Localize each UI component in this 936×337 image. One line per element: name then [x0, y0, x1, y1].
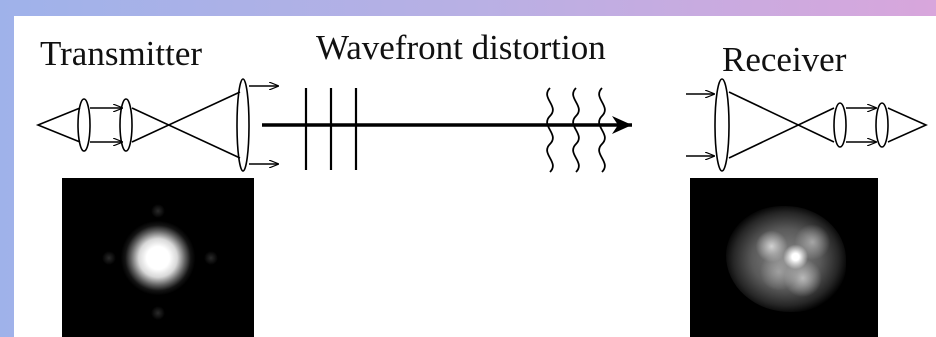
- tx-cross-ray-2: [131, 91, 241, 143]
- diagram-panel: Transmitter Wavefront distortion Receive…: [14, 16, 936, 337]
- receiver-speckle-spot: [726, 206, 846, 312]
- transmitter-optics: [35, 78, 278, 172]
- tx-lens-1: [77, 98, 91, 152]
- optical-path-diagram: [35, 78, 928, 173]
- rx-output-cone: [887, 107, 928, 143]
- rx-lens-2: [833, 102, 847, 148]
- transmitter-side-lobe: [204, 251, 218, 265]
- tx-lens-3: [236, 78, 250, 172]
- transmitter-beam-image: [62, 178, 254, 337]
- transmitter-label: Transmitter: [40, 34, 203, 73]
- wavefront-distortion-label: Wavefront distortion: [316, 28, 606, 67]
- rx-lens-3: [875, 102, 889, 148]
- transmitter-side-lobe: [151, 204, 165, 218]
- tx-lens-2: [119, 98, 133, 152]
- receiver-beam-image: [690, 178, 878, 337]
- transmitter-side-lobe: [102, 251, 116, 265]
- transmitter-side-lobe: [151, 306, 165, 320]
- tx-cross-ray-1: [131, 107, 241, 159]
- receiver-optics: [686, 78, 928, 172]
- tx-input-cone: [35, 107, 81, 143]
- distorted-wavefronts: [546, 87, 606, 173]
- rx-cross-ray-1: [728, 91, 835, 143]
- rx-cross-ray-2: [728, 107, 835, 159]
- plane-wavefronts: [304, 88, 358, 170]
- rx-lens-1: [714, 78, 730, 172]
- receiver-label: Receiver: [722, 40, 847, 79]
- transmitter-central-spot: [118, 218, 198, 298]
